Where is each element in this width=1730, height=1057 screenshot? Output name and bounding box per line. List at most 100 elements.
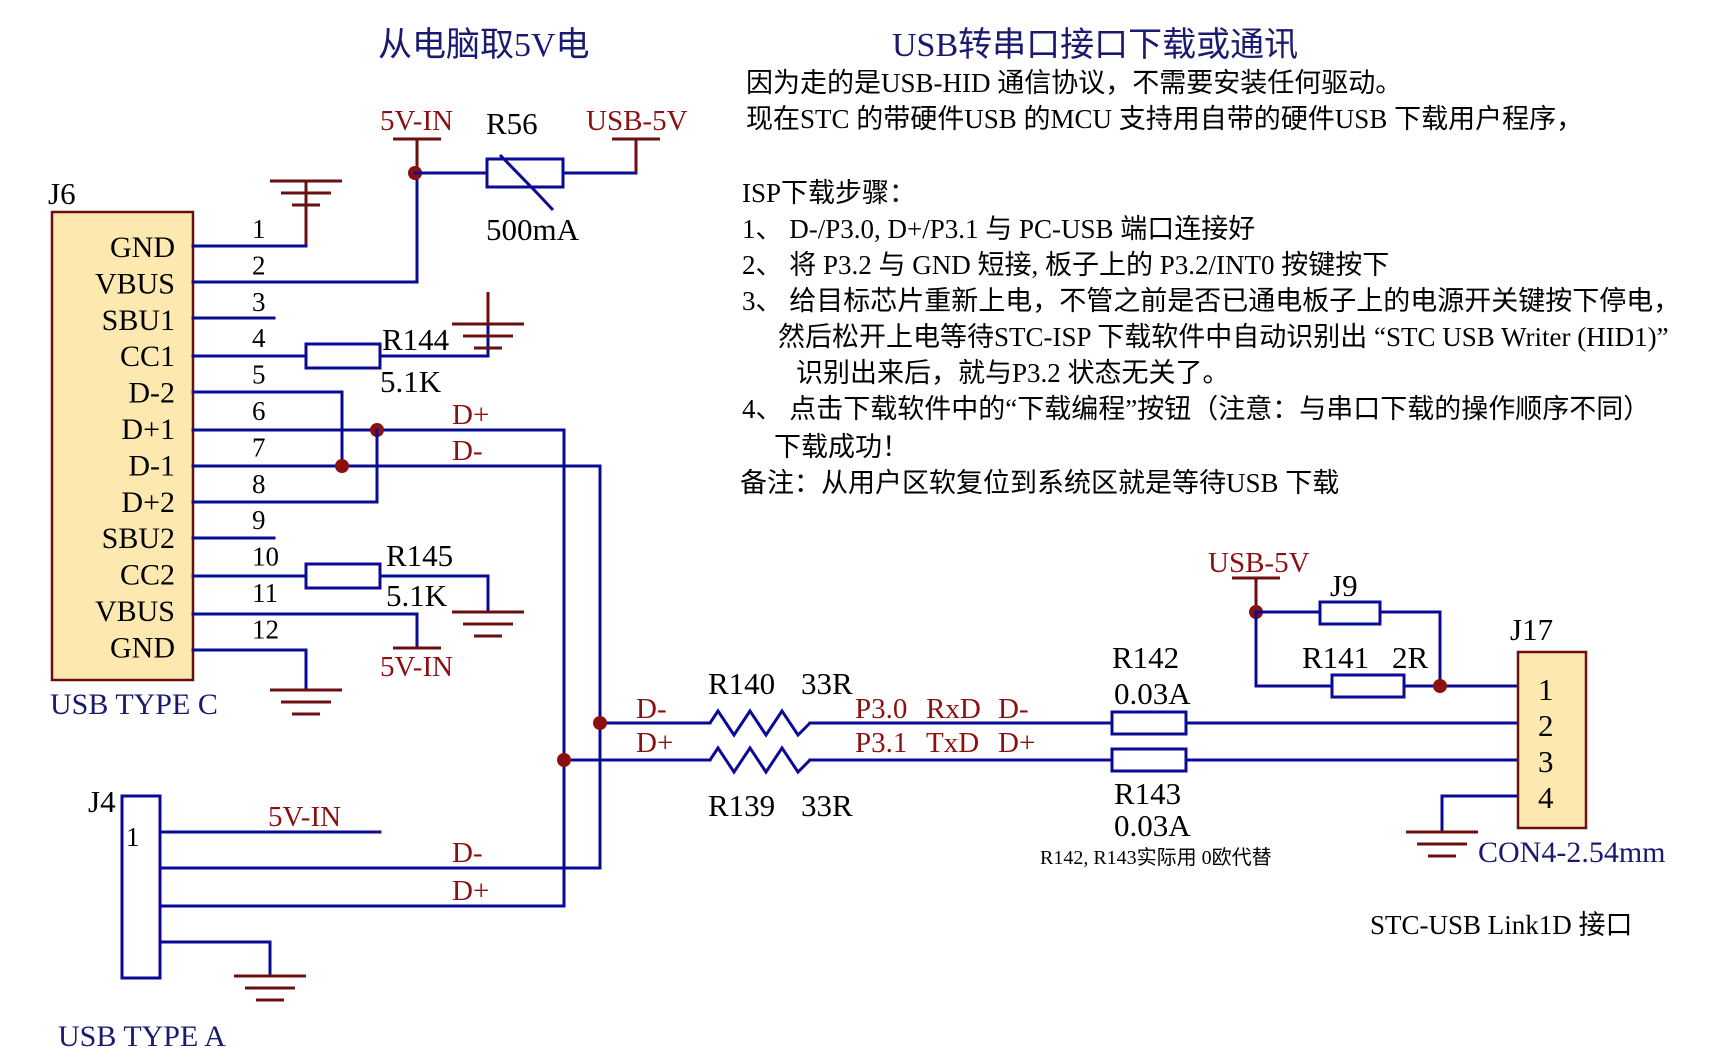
j6-pin-number: 6 xyxy=(252,396,266,426)
step-2: 2、 将 P3.2 与 GND 短接, 板子上的 P3.2/INT0 按键按下 xyxy=(742,250,1389,280)
net-d-plus-bus: D+ xyxy=(636,727,673,759)
net-5v-in-mid: 5V-IN xyxy=(380,651,453,683)
net-d-plus-a: D+ xyxy=(452,875,489,907)
j6-pin-name: D+2 xyxy=(121,486,175,519)
j6-pin-number: 4 xyxy=(252,323,266,353)
net-d-plus-c: D+ xyxy=(452,399,489,431)
resistor-r145: R145 5.1K xyxy=(304,538,453,613)
j6-pin-number: 5 xyxy=(252,360,266,390)
power-port-usb-5v-right: USB-5V xyxy=(1208,547,1310,612)
j6-pin-name: D-2 xyxy=(128,377,175,410)
r56-ref: R56 xyxy=(486,106,538,141)
r140-ref: R140 xyxy=(708,666,775,701)
j6-pin-number: 1 xyxy=(252,214,266,244)
heading-usb-serial: USB转串口接口下载或通讯 xyxy=(892,26,1298,64)
r141-ref: R141 xyxy=(1302,640,1369,675)
net-5v-in-top: 5V-IN xyxy=(380,105,453,137)
connector-j4: J4 1 USB TYPE A xyxy=(58,784,226,1053)
ground-symbol-j6-pin1 xyxy=(270,179,342,246)
j6-pin-name: VBUS xyxy=(95,267,175,300)
j4-pin1: 1 xyxy=(126,822,140,852)
power-port-5v-in-top: 5V-IN xyxy=(380,105,453,173)
j6-pin-name: D-1 xyxy=(128,449,175,482)
j6-pin-name: CC1 xyxy=(120,340,175,373)
net-5v-in-j4: 5V-IN xyxy=(268,801,341,833)
r142-value: 0.03A xyxy=(1114,676,1191,711)
heading-power: 从电脑取5V电 xyxy=(378,26,590,64)
r139-value: 33R xyxy=(801,788,853,823)
j4-caption: USB TYPE A xyxy=(58,1020,226,1053)
ground-symbol-j4 xyxy=(234,974,306,1002)
j17-pin2: 2 xyxy=(1538,708,1554,743)
net-d-minus-out: D- xyxy=(998,693,1029,725)
j6-pin-name: GND xyxy=(110,231,175,264)
j17-caption: CON4-2.54mm xyxy=(1478,836,1666,869)
j17-pin3: 3 xyxy=(1538,744,1554,779)
j6-pin-name: D+1 xyxy=(121,413,175,446)
jumper-j9: J9 xyxy=(1318,568,1382,626)
step-3a: 3、 给目标芯片重新上电，不管之前是否已通电板子上的电源开关键按下停电， xyxy=(742,286,1680,316)
intro-line-1: 因为走的是USB-HID 通信协议，不需要安装任何驱动。 xyxy=(746,68,1402,98)
j6-pin-number: 3 xyxy=(252,287,266,317)
net-p31: P3.1 xyxy=(855,727,907,759)
j17-interface-label: STC-USB Link1D 接口 xyxy=(1370,910,1633,940)
j6-pin-number: 10 xyxy=(252,542,279,572)
step-4b: 下载成功！ xyxy=(774,432,909,462)
isp-steps-title: ISP下载步骤： xyxy=(742,178,916,208)
r139-ref: R139 xyxy=(708,788,775,823)
r141-value: 2R xyxy=(1392,640,1429,675)
ground-symbol-r145 xyxy=(452,610,524,638)
j6-pin-number: 11 xyxy=(252,578,278,608)
step-3c: 识别出来后，就与P3.2 状态无关了。 xyxy=(796,358,1230,388)
r144-value: 5.1K xyxy=(380,364,442,399)
j6-pin-number: 12 xyxy=(252,614,279,644)
j6-pin-number: 7 xyxy=(252,432,266,462)
j17-body xyxy=(1516,650,1588,830)
j6-pin-number: 8 xyxy=(252,469,266,499)
j6-pins: GND1VBUS2SBU13CC14D-25D+16D-17D+28SBU29C… xyxy=(95,214,279,664)
j17-ref: J17 xyxy=(1510,612,1553,647)
r145-ref: R145 xyxy=(386,538,453,573)
power-port-usb-5v-top: USB-5V xyxy=(586,105,688,173)
step-1: 1、 D-/P3.0, D+/P3.1 与 PC-USB 端口连接好 xyxy=(742,214,1255,244)
ground-symbol-r144 xyxy=(452,292,524,350)
j6-ref: J6 xyxy=(48,176,76,211)
j17-pin4: 4 xyxy=(1538,780,1554,815)
ptc-fuse-r56: R56 500mA xyxy=(485,106,580,247)
r140-value: 33R xyxy=(801,666,853,701)
intro-line-2: 现在STC 的带硬件USB 的MCU 支持用自带的硬件USB 下载用户程序， xyxy=(746,104,1583,134)
r144-ref: R144 xyxy=(382,322,450,357)
j9-ref: J9 xyxy=(1330,568,1358,603)
j6-pin-name: SBU2 xyxy=(102,522,175,555)
ground-symbol-j6-pin12 xyxy=(270,688,342,716)
remark: 备注：从用户区软复位到系统区就是等待USB 下载 xyxy=(740,468,1339,498)
fuse-note: R142, R143实际用 0欧代替 xyxy=(1040,846,1272,869)
net-txd: TxD xyxy=(926,727,979,759)
net-d-minus-c: D- xyxy=(452,435,483,467)
j4-ref: J4 xyxy=(88,784,116,819)
j6-pin-name: SBU1 xyxy=(102,304,175,337)
j6-pin-number: 2 xyxy=(252,250,266,280)
ground-symbol-j17 xyxy=(1406,830,1478,858)
j6-pin-name: VBUS xyxy=(95,595,175,628)
step-4a: 4、 点击下载软件中的“下载编程”按钮（注意：与串口下载的操作顺序不同） xyxy=(742,394,1650,424)
power-port-5v-in-mid: 5V-IN xyxy=(380,646,453,683)
instructions-text: 因为走的是USB-HID 通信协议，不需要安装任何驱动。 现在STC 的带硬件U… xyxy=(740,68,1680,498)
j6-body xyxy=(50,210,195,682)
j6-caption: USB TYPE C xyxy=(50,688,218,721)
r56-value: 500mA xyxy=(486,212,580,247)
net-d-minus-bus: D- xyxy=(636,693,667,725)
r145-value: 5.1K xyxy=(386,578,448,613)
resistor-r140: R140 33R xyxy=(708,666,853,738)
fuse-r143: R143 0.03A R142, R143实际用 0欧代替 xyxy=(1040,747,1272,869)
net-usb-5v-right: USB-5V xyxy=(1208,547,1310,579)
fuse-r142: R142 0.03A xyxy=(1110,640,1191,736)
r143-value: 0.03A xyxy=(1114,808,1191,843)
resistor-r139: R139 33R xyxy=(708,745,853,823)
step-3b: 然后松开上电等待STC-ISP 下载软件中自动识别出 “STC USB Writ… xyxy=(778,322,1669,352)
net-rxd: RxD xyxy=(926,693,981,725)
net-d-plus-out: D+ xyxy=(998,727,1035,759)
net-p30: P3.0 xyxy=(855,693,907,725)
